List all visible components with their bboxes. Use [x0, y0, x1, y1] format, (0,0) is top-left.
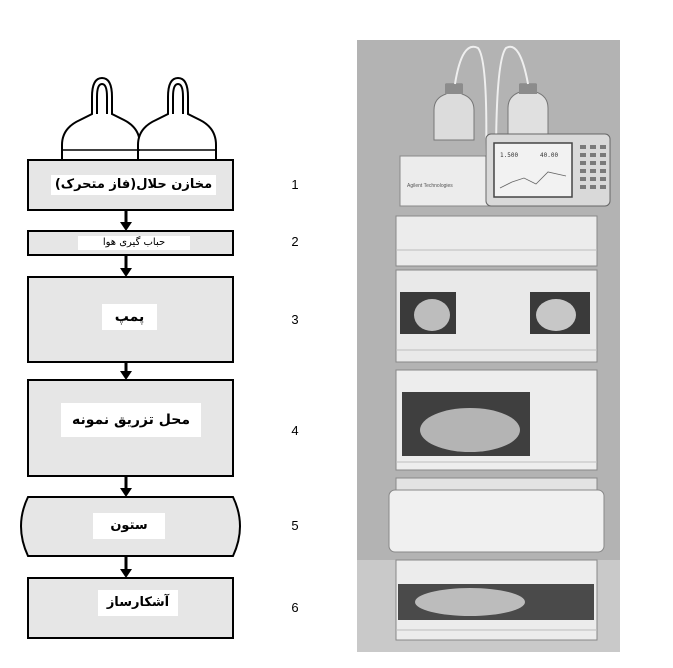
photo-column-module [395, 477, 598, 491]
label-solvent-reservoir: مخازن حلال(فاز متحرک) [51, 175, 216, 195]
step-number-3: 3 [291, 312, 299, 327]
label-injector: محل تزریق نمونه [61, 403, 201, 437]
label-detector: آشکارساز [98, 590, 178, 616]
solvent-bottle-left-neck [96, 82, 108, 114]
step-number-5: 5 [291, 518, 299, 533]
arrow-4-5 [120, 476, 132, 497]
step-number-2: 2 [291, 234, 299, 249]
step-number-1: 1 [291, 177, 299, 192]
photo-control-module: 1.500 40.00 [485, 133, 611, 207]
photo-brand-text: Agilent Technologies [407, 183, 453, 189]
step-number-6: 6 [291, 600, 299, 615]
arrow-1-2 [120, 210, 132, 231]
label-degasser: حباب گیری هوا [78, 236, 190, 250]
solvent-bottles [61, 76, 217, 160]
solvent-bottle-right [137, 76, 217, 160]
box-degasser [27, 230, 234, 256]
step-number-4: 4 [291, 423, 299, 438]
photo-degasser-module [395, 215, 598, 267]
photo-display-left: 1.500 [500, 152, 518, 159]
photo-display-right: 40.00 [540, 152, 558, 159]
hplc-instrument-photo: Agilent Technologies 1.500 40.00 [357, 40, 620, 652]
solvent-bottle-left [61, 76, 141, 160]
photo-solvent-bottles [433, 45, 549, 161]
solvent-bottle-right-neck [172, 82, 184, 114]
arrow-2-3 [120, 255, 132, 277]
arrow-5-6 [120, 556, 132, 578]
label-pump: پمپ [102, 304, 157, 330]
arrow-3-4 [120, 362, 132, 380]
label-column: ستون [93, 513, 165, 539]
